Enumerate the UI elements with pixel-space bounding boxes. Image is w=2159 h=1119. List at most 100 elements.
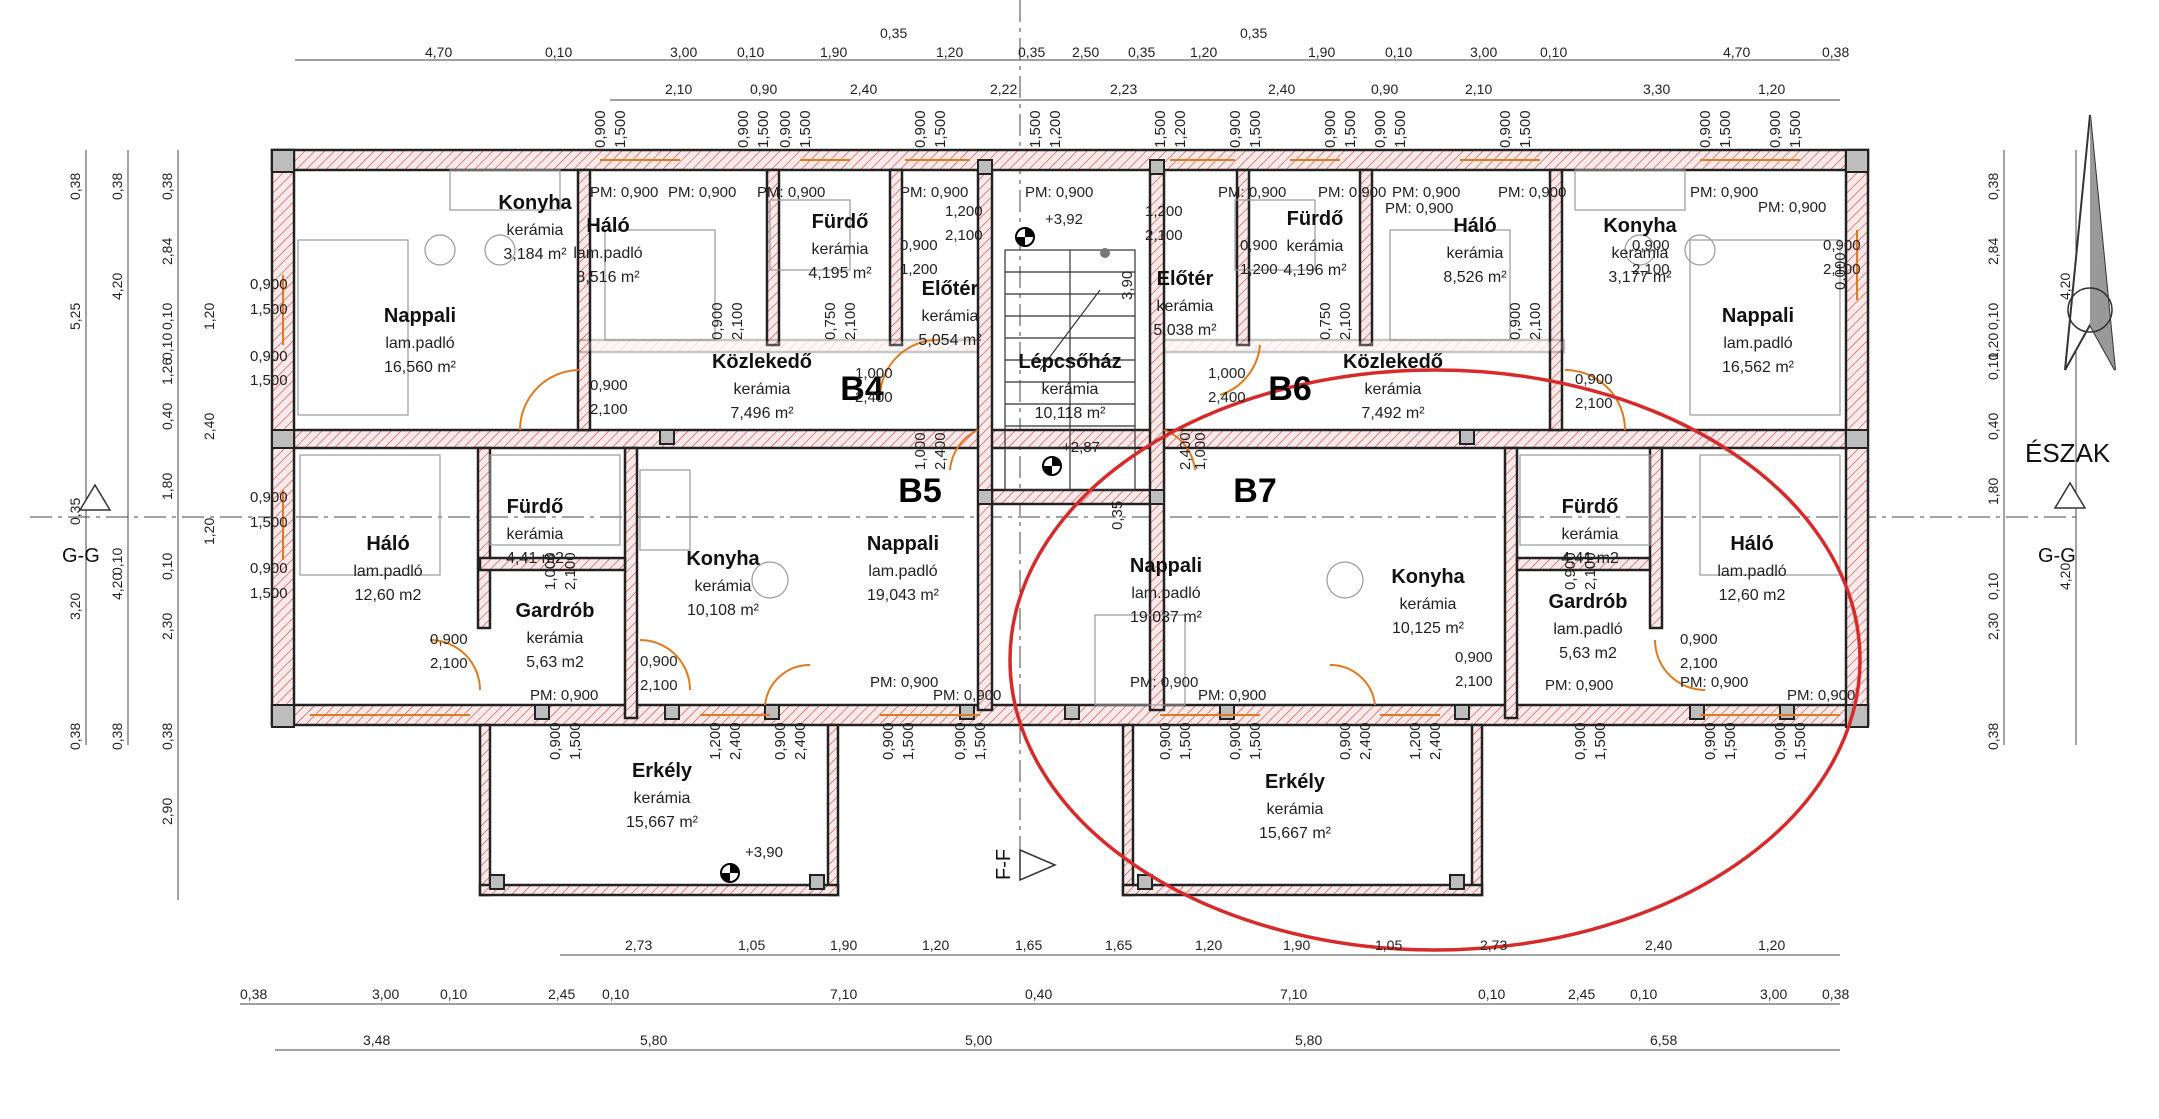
dimension-lines: [30, 0, 2080, 1051]
level-value: +3,90: [745, 844, 783, 861]
opening-size: 2,100: [945, 227, 983, 244]
pm-label: PM: 0,900: [757, 184, 825, 201]
room-floor: lam.padló: [573, 245, 642, 262]
dim-bottom-1: 1,90: [1283, 937, 1310, 953]
level-markers: [720, 227, 1062, 883]
section-label-ff: F-F: [993, 849, 1015, 880]
dim-bottom-3: 5,80: [640, 1032, 667, 1048]
opening-size: 0,900: [1227, 722, 1244, 760]
dim-top-2: 2,40: [850, 81, 877, 97]
dim-bottom-2: 0,40: [1025, 986, 1052, 1002]
opening-size: 3,90: [1119, 271, 1136, 300]
opening-size: 1,200: [1240, 261, 1278, 278]
dim-top-1: 1,90: [820, 44, 847, 60]
dim-top-035: 0,35: [880, 25, 907, 41]
opening-size: 0,900: [1702, 722, 1719, 760]
room-floor: lam.padló: [385, 335, 454, 352]
opening-size: 1,200: [1407, 722, 1424, 760]
dim-bottom-2: 7,10: [1280, 986, 1307, 1002]
opening-size: 1,200: [1172, 110, 1189, 148]
room-floor: kerámia: [1365, 381, 1422, 398]
opening-size: 1,500: [1592, 722, 1609, 760]
dim-left-inner: 2,40: [201, 413, 217, 440]
opening-size: 2,100: [842, 302, 859, 340]
dim-left-inner: 2,90: [159, 798, 175, 825]
dim-top-2: 3,30: [1643, 81, 1670, 97]
room-name: Konyha: [686, 548, 760, 570]
dim-top-1: 0,10: [545, 44, 572, 60]
dim-left-mid: 0,38: [109, 723, 125, 750]
dim-right: 0,10: [1985, 303, 2001, 330]
dim-bottom-2: 2,45: [1568, 986, 1595, 1002]
pm-label: PM: 0,900: [1690, 184, 1758, 201]
room-area: 3,184 m²: [503, 246, 567, 263]
room-floor: kerámia: [1562, 526, 1619, 543]
dim-left-inner: 0,40: [159, 403, 175, 430]
doors: [429, 338, 1706, 706]
opening-size: 2,400: [792, 722, 809, 760]
opening-size: 0,900: [1680, 631, 1718, 648]
opening-size: 2,100: [1575, 395, 1613, 412]
dim-bottom-1: 1,65: [1105, 937, 1132, 953]
opening-size: 1,000: [1208, 365, 1246, 382]
dim-top-2: 2,23: [1110, 81, 1137, 97]
room-floor: lam.padló: [353, 563, 422, 580]
room-area: 8,526 m²: [1443, 269, 1507, 286]
opening-size: 0,900: [735, 110, 752, 148]
opening-size: 0,900: [1455, 649, 1493, 666]
opening-size: 1,200: [1047, 110, 1064, 148]
room-floor: kerámia: [695, 578, 752, 595]
opening-size: 2,400: [855, 389, 893, 406]
opening-size: 1,500: [1247, 722, 1264, 760]
dim-top-1: 0,38: [1822, 44, 1849, 60]
opening-size: 2,100: [1145, 227, 1183, 244]
dim-top-2: 2,22: [990, 81, 1017, 97]
dim-right: 0,38: [1985, 173, 2001, 200]
opening-size: 0,900: [912, 110, 929, 148]
dim-bottom-2: 2,45: [548, 986, 575, 1002]
opening-size: 2,100: [640, 677, 678, 694]
dim-bottom-2: 0,10: [1478, 986, 1505, 1002]
dim-right: 0,38: [1985, 723, 2001, 750]
room-name: Gardrób: [1549, 591, 1628, 613]
section-label-gg: G-G: [62, 545, 100, 567]
opening-size: 1,200: [1145, 203, 1183, 220]
section-label-gg: G-G: [2038, 545, 2076, 567]
dim-left-inner: 1,20: [201, 518, 217, 545]
opening-size: 0,900: [1632, 237, 1670, 254]
opening-size: 0,900: [1697, 110, 1714, 148]
dim-left-mid: 4,20: [109, 573, 125, 600]
dim-left-inner: 1,20: [201, 303, 217, 330]
room-name: Előtér: [1157, 268, 1214, 290]
pm-label: PM: 0,900: [1392, 184, 1460, 201]
dim-bottom-1: 1,20: [922, 937, 949, 953]
dim-left-mid: 0,38: [109, 173, 125, 200]
room-floor: kerámia: [922, 308, 979, 325]
pm-label: PM: 0,900: [1025, 184, 1093, 201]
opening-size: 0,900: [772, 722, 789, 760]
room-floor: kerámia: [1267, 801, 1324, 818]
room-area: 4,41 m2: [506, 550, 564, 567]
room-name: Fürdő: [1562, 496, 1619, 518]
room-name: Lépcsőház: [1018, 351, 1121, 373]
opening-size: 1,500: [250, 514, 288, 531]
room-area: 10,125 m²: [1392, 620, 1465, 637]
pm-label: PM: 0,900: [1385, 200, 1453, 217]
dim-left-outer: 0,35: [67, 498, 83, 525]
dim-top-2: 2,10: [665, 81, 692, 97]
room-area: 16,562 m²: [1722, 359, 1795, 376]
pm-label: PM: 0,900: [1498, 184, 1566, 201]
north-label: ÉSZAK: [2025, 438, 2111, 468]
opening-size: 0,900: [709, 302, 726, 340]
opening-size: 0,900: [430, 631, 468, 648]
staircase: [1004, 248, 1136, 491]
north-arrow-icon: [2064, 114, 2116, 371]
dim-top-1: 1,20: [1190, 44, 1217, 60]
room-name: Erkély: [632, 760, 693, 782]
room-name: Erkély: [1265, 771, 1326, 793]
highlight-ellipse: [1008, 368, 1862, 952]
opening-size: 1,500: [797, 110, 814, 148]
dim-bottom-1: 1,20: [1195, 937, 1222, 953]
room-floor: lam.padló: [868, 563, 937, 580]
dim-top-2: 1,20: [1758, 81, 1785, 97]
